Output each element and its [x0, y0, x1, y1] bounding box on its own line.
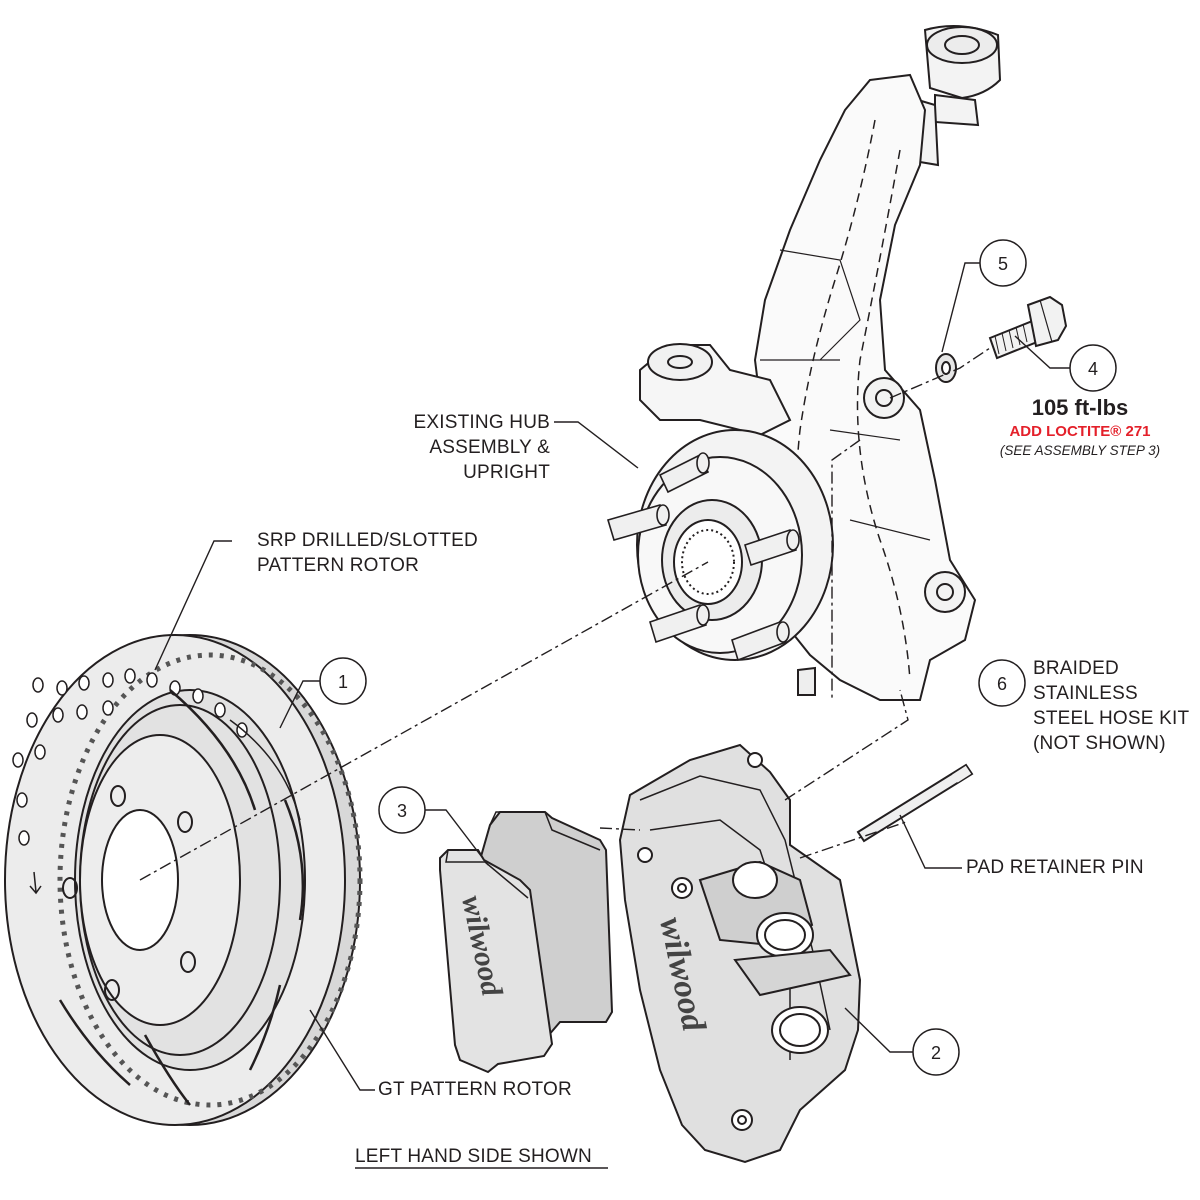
label-srp-rotor: SRP DRILLED/SLOTTED PATTERN ROTOR	[257, 528, 478, 578]
torque-value: 105 ft-lbs	[1031, 395, 1129, 420]
label-hose-kit: BRAIDED STAINLESS STEEL HOSE KIT (NOT SH…	[1033, 656, 1189, 756]
label-existing-hub: EXISTING HUB ASSEMBLY & UPRIGHT	[340, 410, 550, 485]
callout-4: 4	[1069, 344, 1117, 392]
callout-2-number: 2	[931, 1043, 941, 1063]
leader-lines	[154, 262, 1070, 1091]
label-srp-rotor-line1: SRP DRILLED/SLOTTED	[257, 530, 478, 551]
brake-pads-drawing: wilwood	[439, 811, 614, 1074]
callout-3-number: 3	[397, 801, 407, 821]
leader-srp-rotor	[154, 540, 232, 671]
callout-1: 1	[319, 657, 367, 705]
label-hose-kit-line4: (NOT SHOWN)	[1033, 733, 1166, 754]
torque-loctite: ADD LOCTITE® 271	[1009, 423, 1151, 440]
label-hose-kit-line3: STEEL HOSE KIT	[1033, 708, 1190, 729]
label-srp-rotor-line2: PATTERN ROTOR	[257, 555, 419, 576]
label-gt-rotor-text: GT PATTERN ROTOR	[378, 1079, 572, 1100]
label-existing-hub-line3: UPRIGHT	[463, 462, 550, 483]
callout-5-number: 5	[998, 254, 1008, 274]
leader-gt-rotor	[309, 1009, 375, 1091]
label-left-hand-side: LEFT HAND SIDE SHOWN	[355, 1144, 592, 1169]
torque-note: (SEE ASSEMBLY STEP 3)	[999, 443, 1161, 458]
rotor-drawing	[4, 634, 363, 1126]
label-existing-hub-line2: ASSEMBLY &	[429, 437, 550, 458]
label-left-hand-side-text: LEFT HAND SIDE SHOWN	[355, 1146, 592, 1167]
leader-2	[844, 1007, 913, 1053]
callout-3: 3	[378, 786, 426, 834]
callout-1-number: 1	[338, 672, 348, 692]
leader-pad-pin	[899, 814, 962, 869]
callout-4-number: 4	[1088, 359, 1098, 379]
label-hose-kit-line2: STAINLESS	[1033, 683, 1138, 704]
leader-3	[424, 809, 489, 866]
bolt-drawing	[988, 295, 1068, 360]
label-existing-hub-line1: EXISTING HUB	[413, 412, 550, 433]
label-gt-rotor: GT PATTERN ROTOR	[378, 1077, 572, 1102]
hub-upright-drawing	[607, 25, 1002, 701]
assembly-centerlines	[139, 347, 991, 881]
callout-6: 6	[978, 659, 1026, 707]
leader-5	[941, 262, 980, 353]
torque-spec: 105 ft-lbs ADD LOCTITE® 271 (SEE ASSEMBL…	[985, 394, 1175, 460]
callout-6-number: 6	[997, 674, 1007, 694]
label-pad-retainer-pin: PAD RETAINER PIN	[966, 855, 1144, 880]
leader-hub	[554, 421, 639, 469]
leader-1	[279, 680, 320, 729]
caliper-drawing: wilwood	[618, 743, 862, 1164]
callout-2: 2	[912, 1028, 960, 1076]
bolt-washer-drawing	[935, 295, 1068, 383]
label-hose-kit-line1: BRAIDED	[1033, 658, 1119, 679]
leader-4	[1014, 335, 1070, 369]
label-pad-retainer-pin-text: PAD RETAINER PIN	[966, 857, 1144, 878]
pad-retainer-pin-drawing	[856, 763, 974, 843]
callout-5: 5	[979, 239, 1027, 287]
